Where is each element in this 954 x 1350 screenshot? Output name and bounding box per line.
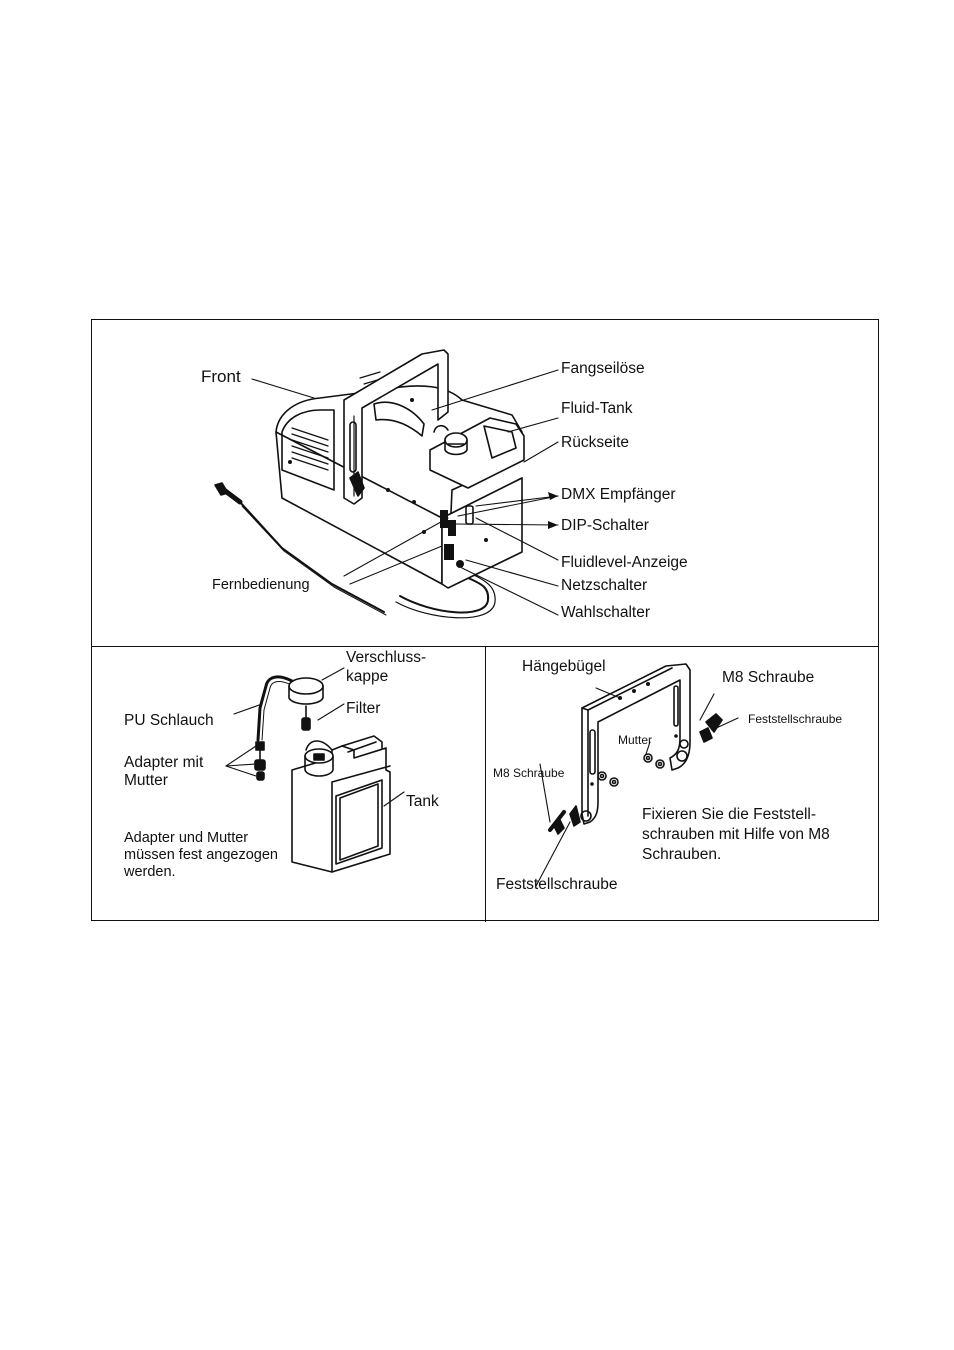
label-m8-schraube-top: M8 Schraube bbox=[722, 669, 815, 686]
diagram-figure: Front Fangseilöse Fluid-Tank Rückseite D… bbox=[91, 319, 879, 922]
label-m8-schraube-left: M8 Schraube bbox=[493, 766, 565, 780]
label-wahlschalter: Wahlschalter bbox=[561, 604, 651, 621]
label-feststellschraube-top: Feststellschraube bbox=[748, 712, 843, 726]
panel-divider-vertical bbox=[485, 646, 486, 922]
label-front: Front bbox=[201, 367, 241, 386]
label-pu-schlauch: PU Schlauch bbox=[124, 712, 214, 729]
label-adapter-1: Adapter mit bbox=[124, 754, 204, 771]
label-tank: Tank bbox=[406, 793, 439, 810]
label-dip-schalter: DIP-Schalter bbox=[561, 517, 649, 534]
tank-hose-illustration bbox=[225, 667, 405, 873]
fog-machine-illustration bbox=[214, 349, 559, 619]
label-feststellschraube-bottom: Feststellschraube bbox=[496, 876, 618, 893]
label-haengebuegel: Hängebügel bbox=[522, 658, 606, 675]
label-rueckseite: Rückseite bbox=[561, 434, 630, 451]
note-line-3: werden. bbox=[124, 864, 176, 880]
label-adapter-2: Mutter bbox=[124, 772, 168, 789]
label-verschluss-1: Verschluss- bbox=[346, 649, 427, 666]
label-fluid-tank: Fluid-Tank bbox=[561, 400, 633, 417]
label-fernbedienung: Fernbedienung bbox=[212, 577, 310, 593]
note-line-1: Adapter und Mutter bbox=[124, 830, 249, 846]
fix-line-1: Fixieren Sie die Feststell- bbox=[642, 806, 817, 823]
label-netzschalter: Netzschalter bbox=[561, 577, 648, 594]
label-verschluss-2: kappe bbox=[346, 668, 389, 685]
note-line-2: müssen fest angezogen bbox=[124, 847, 278, 863]
fix-line-3: Schrauben. bbox=[642, 846, 722, 863]
fix-line-2: schrauben mit Hilfe von M8 bbox=[642, 826, 830, 843]
label-mutter: Mutter bbox=[618, 733, 653, 747]
label-fangseiloese: Fangseilöse bbox=[561, 360, 645, 377]
label-dmx-empfaenger: DMX Empfänger bbox=[561, 486, 676, 503]
label-fluidlevel-anzeige: Fluidlevel-Anzeige bbox=[561, 554, 688, 571]
label-filter: Filter bbox=[346, 700, 381, 717]
bracket-illustration bbox=[535, 663, 739, 887]
